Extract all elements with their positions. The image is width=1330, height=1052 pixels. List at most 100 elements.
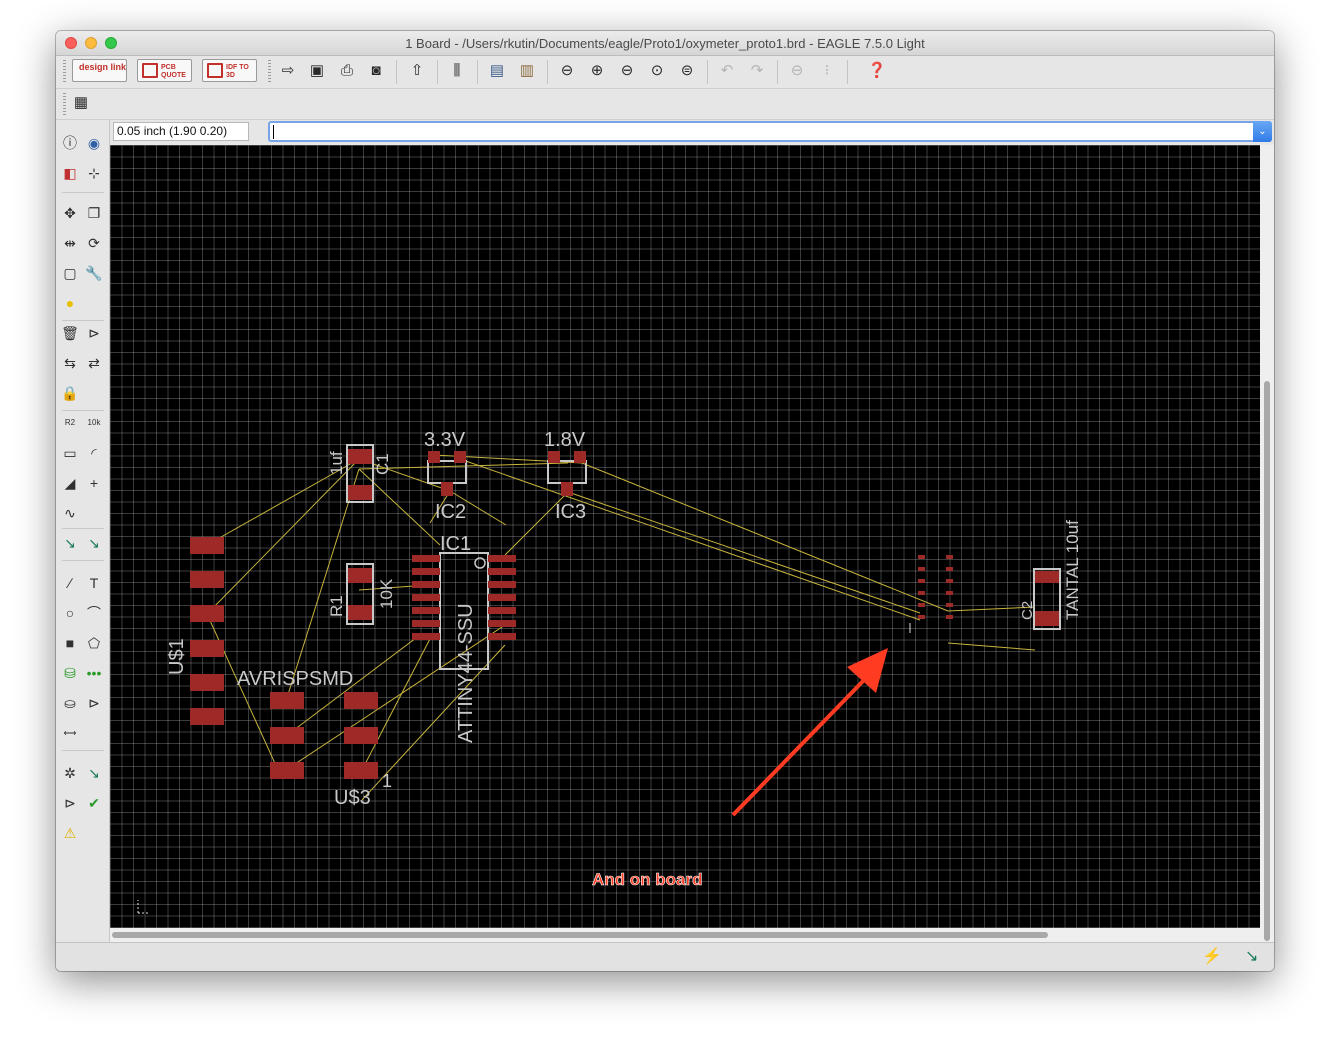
upload-icon[interactable]: ⇧ (410, 62, 424, 79)
script-icon[interactable]: ▤ (489, 62, 505, 79)
paste-icon[interactable]: ● (65, 295, 75, 311)
toolbar-grip[interactable] (268, 60, 271, 82)
print-icon[interactable]: ⎙ (340, 62, 353, 79)
rotate-icon[interactable]: ⟳ (88, 235, 100, 251)
optimize-icon[interactable]: + (89, 475, 99, 491)
sensor-footprint[interactable] (909, 555, 953, 633)
ic2-pad (454, 451, 466, 463)
display-layers-icon[interactable]: ◧ (63, 165, 77, 181)
stop-icon[interactable]: ⊖ (790, 62, 804, 79)
idf-icon (207, 63, 223, 78)
pinswap-icon[interactable]: ⇄ (88, 355, 100, 371)
errors-icon[interactable]: ⚠ (63, 825, 77, 841)
info-icon[interactable]: ⓘ (63, 135, 77, 151)
smash-icon[interactable]: ▭ (63, 445, 77, 461)
airwire (567, 491, 921, 614)
undo-icon[interactable]: ↶ (720, 62, 734, 79)
mark-icon[interactable]: ⊹ (88, 165, 100, 181)
zoom-in-icon[interactable]: ⊕ (590, 62, 604, 79)
change-icon[interactable]: 🔧 (85, 265, 103, 281)
toolbar-grip[interactable] (63, 60, 66, 82)
name-icon[interactable]: R2 (64, 418, 76, 427)
show-icon[interactable]: ◉ (87, 135, 101, 151)
layer-display-icon[interactable]: ▥ (519, 62, 535, 79)
toolbox-divider (62, 410, 104, 411)
auto-icon[interactable]: ↘ (88, 765, 100, 781)
route-icon[interactable]: ↘ (64, 535, 76, 551)
zoom-out-icon[interactable]: ⊖ (620, 62, 634, 79)
copy-icon[interactable]: ❐ (87, 205, 101, 221)
idf-to-3d-button[interactable]: IDF TO 3D (202, 59, 257, 82)
cam-icon[interactable]: ◙ (371, 62, 381, 79)
us1-pads (190, 537, 224, 725)
polygon-icon[interactable]: ⬠ (87, 635, 101, 651)
help-icon[interactable]: ❓ (867, 62, 887, 79)
meander-icon[interactable]: ∿ (64, 505, 76, 521)
zoom-window-button[interactable] (105, 37, 117, 49)
ic3-regulator[interactable]: 1.8V IC3 (544, 429, 587, 523)
zoom-fit-icon[interactable]: ⊖ (560, 62, 574, 79)
vertical-scrollbar[interactable] (1260, 145, 1274, 942)
vertical-scroll-thumb[interactable] (1264, 381, 1270, 941)
command-input[interactable]: ⌄ (268, 121, 1272, 142)
value-icon[interactable]: 10k (87, 418, 101, 427)
us1-header[interactable]: U$1 (166, 537, 224, 725)
rect-icon[interactable]: ■ (65, 635, 75, 651)
mirror-icon[interactable]: ⇹ (64, 235, 76, 251)
ic2-regulator[interactable]: 3.3V IC2 (424, 429, 467, 523)
split-icon[interactable]: ◢ (64, 475, 76, 491)
r1-pad (348, 568, 372, 583)
autorouter-icon[interactable]: ↘ (1245, 948, 1259, 965)
c2-tantal[interactable]: C2 TANTAL 10uf (1019, 520, 1082, 630)
horizontal-scroll-thumb[interactable] (112, 932, 1048, 938)
erc-icon[interactable]: ⊳ (64, 795, 76, 811)
attribute-icon[interactable]: ⊳ (88, 695, 100, 711)
ratsnest-icon[interactable]: ✲ (64, 765, 76, 781)
r1-resistor[interactable]: R1 10K (327, 563, 396, 625)
airwire (947, 642, 1036, 651)
dimension-icon[interactable]: ⟷ (63, 728, 77, 738)
pcb-quote-button[interactable]: PCB QUOTE (137, 59, 192, 82)
miter-icon[interactable]: ◜ (91, 445, 97, 461)
ic1-pin1-marker (474, 557, 486, 569)
airwire (504, 491, 569, 556)
text-icon[interactable]: T (89, 575, 99, 591)
circle-icon[interactable]: ○ (65, 605, 75, 621)
hole-icon[interactable]: ⛀ (64, 695, 76, 711)
ic1-attiny[interactable]: IC1 ATTINY44-SSU (412, 533, 516, 743)
redo-icon[interactable]: ↷ (750, 62, 764, 79)
move-icon[interactable]: ✥ (64, 205, 76, 221)
save-icon[interactable]: ▣ (309, 62, 325, 79)
via-icon[interactable]: ⛁ (64, 665, 76, 681)
drc-icon[interactable]: ✔ (88, 795, 100, 811)
add-icon[interactable]: ⊳ (88, 325, 100, 341)
open-icon[interactable]: ⇨ (281, 62, 295, 79)
r1-name: R1 (327, 595, 346, 617)
minimize-button[interactable] (85, 37, 97, 49)
delete-icon[interactable]: 🗑 (61, 325, 79, 341)
replace-icon[interactable]: ⇆ (64, 355, 76, 371)
arc-icon[interactable]: ⌒ (87, 605, 101, 621)
us3-avrisp-header[interactable]: AVRISPSMD U$3 1 (237, 668, 392, 809)
board-canvas[interactable]: C1 1uf 3.3V IC2 1.8V IC3 (110, 145, 1260, 928)
ic3-outline (547, 460, 587, 484)
ripup-icon[interactable]: ↘ (88, 535, 100, 551)
zoom-redraw-icon[interactable]: ⊙ (650, 62, 664, 79)
toolbar-grip[interactable] (63, 93, 66, 115)
c1-capacitor[interactable]: C1 1uf (327, 444, 392, 503)
lightning-icon[interactable]: ⚡ (1202, 948, 1222, 965)
wire-icon[interactable]: ∕ (68, 575, 72, 591)
lock-icon[interactable]: 🔒 (61, 385, 79, 401)
group-icon[interactable]: ▢ (63, 265, 77, 281)
command-history-dropdown[interactable]: ⌄ (1253, 121, 1272, 142)
design-link-button[interactable]: design link (72, 59, 127, 82)
horizontal-scrollbar[interactable] (110, 928, 1260, 942)
go-icon[interactable]: ⁝ (824, 62, 830, 79)
zoom-select-icon[interactable]: ⊜ (680, 62, 694, 79)
close-button[interactable] (65, 37, 77, 49)
ulp-icon[interactable]: ⫼ (453, 62, 461, 79)
arrow-head (847, 648, 888, 693)
grid-icon[interactable]: ▦ (73, 94, 89, 111)
signal-icon[interactable]: ••• (86, 665, 102, 681)
ic2-pad (441, 482, 453, 496)
